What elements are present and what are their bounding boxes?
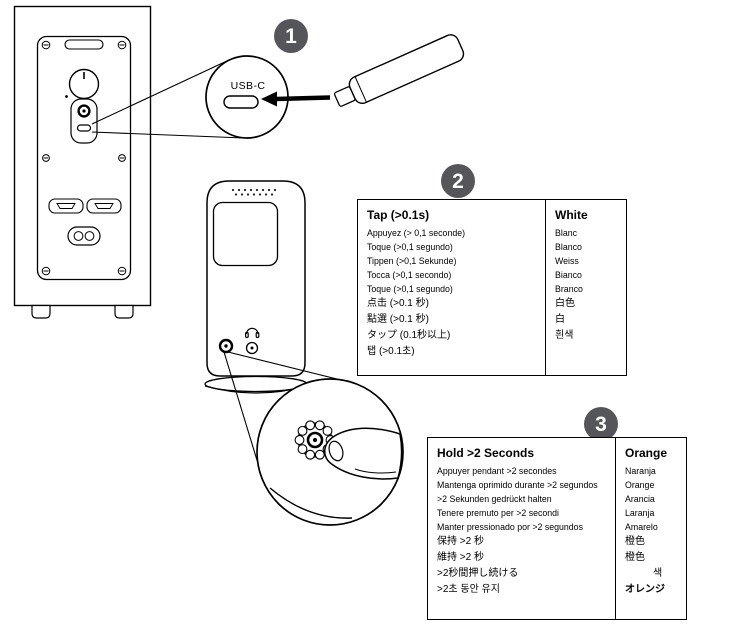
orange-row-ko: 색 xyxy=(653,568,663,579)
white-row-pt: Branco xyxy=(555,284,583,294)
magnified-base-edge xyxy=(269,487,353,519)
white-row-zhcn: 白色 xyxy=(555,298,575,309)
dsub-connector-left xyxy=(48,198,84,214)
hold-row-zhtw: 維持 >2 秒 xyxy=(437,552,484,563)
finger-illustration xyxy=(324,427,403,480)
device-foot-right xyxy=(114,304,134,319)
tap-row-zhtw: 點選 (>0.1 秒) xyxy=(367,314,429,325)
finger-press-magnifier xyxy=(256,378,404,526)
tap-row-zhcn: 点击 (>0.1 秒) xyxy=(367,298,429,309)
setup-button xyxy=(218,338,234,354)
aux-button xyxy=(245,341,259,355)
fingernail xyxy=(328,440,344,462)
hold-color-column: Orange Naranja Orange Arancia Laranja Am… xyxy=(616,438,686,619)
orange-row-zhcn: 橙色 xyxy=(625,536,645,547)
rear-button xyxy=(77,104,91,118)
orange-title: Orange xyxy=(625,446,668,460)
tap-instruction-table: Tap (>0.1s) Appuyez (> 0,1 seconde) Toqu… xyxy=(357,199,627,376)
tap-row-it: Tocca (>0,1 secondo) xyxy=(367,270,452,280)
front-pad xyxy=(212,201,279,267)
hold-row-de: >2 Sekunden gedrückt halten xyxy=(437,494,552,504)
hold-row-es: Mantenga oprimido durante >2 segundos xyxy=(437,480,598,490)
orange-row-zhtw: 橙色 xyxy=(625,552,645,563)
tap-row-ko: 탭 (>0.1초) xyxy=(367,346,415,357)
tap-action-column: Tap (>0.1s) Appuyez (> 0,1 seconde) Toqu… xyxy=(358,200,546,375)
power-inlet xyxy=(67,226,101,246)
hold-row-pt: Manter pressionado por >2 segundos xyxy=(437,522,583,532)
hold-title: Hold >2 Seconds xyxy=(437,446,535,460)
front-device-illustration xyxy=(204,180,308,394)
press-magnifier-wedge xyxy=(223,351,350,471)
white-row-fr: Blanc xyxy=(555,228,578,238)
white-title: White xyxy=(555,208,588,222)
usb-dongle-illustration xyxy=(333,34,465,107)
hold-action-column: Hold >2 Seconds Appuyer pendant >2 secon… xyxy=(428,438,616,619)
headphone-icon xyxy=(245,327,260,339)
white-row-ko: 흰색 xyxy=(555,330,574,341)
step-2-badge: 2 xyxy=(441,164,475,198)
tap-row-ja: タップ (0.1秒以上) xyxy=(367,330,451,341)
dsub-connector-right xyxy=(86,198,122,214)
orange-row-es: Naranja xyxy=(625,466,656,476)
hold-row-ja: >2秒間押し続ける xyxy=(437,568,519,579)
white-row-es: Blanco xyxy=(555,242,582,252)
tap-row-pt: Toque (>0,1 segundo) xyxy=(367,284,453,294)
step-3-number: 3 xyxy=(595,412,607,436)
step-1-badge: 1 xyxy=(274,19,308,53)
usb-c-label: USB-C xyxy=(230,80,266,92)
step-3-badge: 3 xyxy=(584,407,618,441)
rear-usbc-port xyxy=(76,124,92,132)
top-slot xyxy=(64,39,104,50)
white-row-it: Bianco xyxy=(555,270,582,280)
rear-panel-illustration xyxy=(13,5,152,319)
dongle-body xyxy=(348,34,465,105)
orange-row-pt: Laranja xyxy=(625,508,655,518)
orange-row-ja: オレンジ xyxy=(625,584,665,595)
hold-row-zhcn: 保持 >2 秒 xyxy=(437,536,484,547)
hold-row-fr: Appuyer pendant >2 secondes xyxy=(437,466,557,476)
usbc-port-magnified xyxy=(223,95,259,109)
hold-row-it: Tenere premuto per >2 secondi xyxy=(437,508,560,518)
orange-row-fr: Orange xyxy=(625,480,655,490)
hold-instruction-table: Hold >2 Seconds Appuyer pendant >2 secon… xyxy=(427,437,687,620)
tap-title: Tap (>0.1s) xyxy=(367,208,430,222)
orange-row-br: Amarelo xyxy=(625,522,658,532)
tap-row-de: Tippen (>0,1 Sekunde) xyxy=(367,256,457,266)
device-foot-left xyxy=(31,304,51,319)
step-1-number: 1 xyxy=(285,24,297,48)
white-row-de: Weiss xyxy=(555,256,579,266)
step-2-number: 2 xyxy=(452,169,464,193)
tap-color-column: White Blanc Blanco Weiss Bianco Branco 白… xyxy=(546,200,626,375)
rear-button-port-group xyxy=(70,98,98,144)
orange-row-it: Arancia xyxy=(625,494,655,504)
usb-magnifier-wedge xyxy=(91,59,245,139)
tap-row-fr: Appuyez (> 0,1 seconde) xyxy=(367,228,466,238)
white-row-ja: 白 xyxy=(555,314,565,325)
hold-row-ko: >2초 동안 유지 xyxy=(437,584,500,595)
screws xyxy=(41,40,127,276)
speaker-grille-dots xyxy=(231,188,277,196)
tap-row-es: Toque (>0,1 segundo) xyxy=(367,242,453,252)
insert-arrow-icon xyxy=(261,91,331,107)
